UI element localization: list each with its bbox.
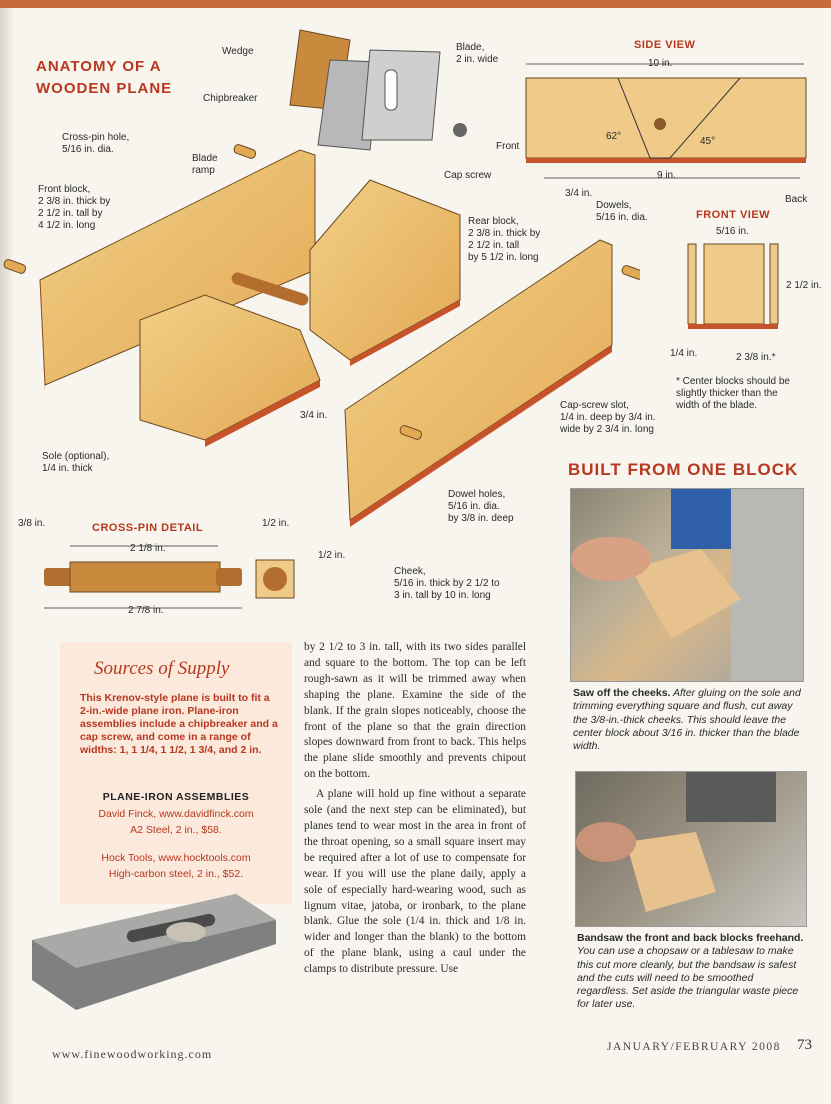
top-color-strip bbox=[0, 0, 831, 8]
label-cheek: Cheek, 5/16 in. thick by 2 1/2 to 3 in. … bbox=[394, 566, 500, 601]
caption1-bold: Saw off the cheeks. bbox=[573, 687, 671, 699]
sources-of-supply-box: Sources of Supply This Krenov-style plan… bbox=[60, 642, 292, 904]
label-rear-block: Rear block, 2 3/8 in. thick by 2 1/2 in.… bbox=[468, 216, 541, 263]
cross-pin-drawing bbox=[44, 545, 295, 609]
cross-pin-heading: CROSS-PIN DETAIL bbox=[92, 522, 204, 534]
supply-vendor1: David Finck, www.davidfinck.com bbox=[98, 808, 254, 820]
front-view-height: 2 1/2 in. bbox=[786, 280, 822, 291]
side-view-angle-front: 62° bbox=[606, 131, 622, 142]
supply-subhead: PLANE-IRON ASSEMBLIES bbox=[102, 791, 250, 803]
built-heading: BUILT FROM ONE BLOCK bbox=[568, 460, 799, 479]
caption-saw-cheeks: Saw off the cheeks. After gluing on the … bbox=[573, 687, 805, 753]
cross-pin-end-width: 1/2 in. bbox=[262, 518, 290, 529]
body-paragraph-1: by 2 1/2 to 3 in. tall, with its two sid… bbox=[304, 641, 526, 781]
supply-intro: This Krenov-style plane is built to fit … bbox=[80, 692, 278, 756]
plane-iron-photo bbox=[32, 894, 276, 1010]
side-view-drawing bbox=[525, 63, 807, 179]
front-view-top-dim: 5/16 in. bbox=[716, 226, 749, 237]
label-sole: Sole (optional), 1/4 in. thick bbox=[42, 451, 110, 474]
front-block-part bbox=[139, 294, 321, 447]
side-view-back: Back bbox=[785, 194, 808, 205]
caption-bandsaw-blocks: Bandsaw the front and back blocks freeha… bbox=[577, 932, 807, 1012]
blade-part bbox=[317, 49, 441, 151]
cross-pin-part bbox=[231, 272, 309, 306]
label-chipbreaker: Chipbreaker bbox=[203, 93, 258, 104]
left-cheek-part bbox=[39, 149, 316, 392]
label-front-block: Front block, 2 3/8 in. thick by 2 1/2 in… bbox=[38, 184, 111, 231]
label-wedge: Wedge bbox=[222, 46, 254, 57]
right-cheek-part bbox=[344, 239, 613, 527]
front-view-bottom-dim: 1/4 in. bbox=[670, 348, 698, 359]
main-title: ANATOMY OF A WOODEN PLANE bbox=[36, 56, 172, 100]
label-blade: Blade, 2 in. wide bbox=[456, 42, 499, 65]
footer-date: JANUARY/FEBRUARY 2008 bbox=[607, 1041, 781, 1053]
label-three-quarter: 3/4 in. bbox=[300, 410, 328, 421]
main-title-line2: WOODEN PLANE bbox=[36, 80, 173, 97]
side-view-offset: 3/4 in. bbox=[565, 188, 593, 199]
supply-heading: Sources of Supply bbox=[94, 658, 230, 679]
cross-pin-inner-length: 2 1/8 in. bbox=[130, 543, 166, 554]
label-cap-screw: Cap screw bbox=[444, 170, 492, 181]
caption1-text: After gluing on the sole and trimming ev… bbox=[573, 687, 801, 753]
front-view-width: 2 3/8 in.* bbox=[736, 352, 776, 363]
cross-pin-end-height: 1/2 in. bbox=[318, 550, 346, 561]
exploded-plane-diagram bbox=[3, 29, 640, 527]
page-spine-shadow bbox=[0, 0, 14, 1104]
cap-screw-part bbox=[453, 123, 467, 137]
side-view-angle-rear: 45° bbox=[700, 136, 716, 147]
label-dowels: Dowels, 5/16 in. dia. bbox=[596, 200, 648, 223]
label-dowel-holes: Dowel holes, 5/16 in. dia. by 3/8 in. de… bbox=[448, 489, 514, 524]
side-view-heading: SIDE VIEW bbox=[634, 39, 696, 51]
main-title-line1: ANATOMY OF A bbox=[36, 58, 162, 75]
body-text-column: by 2 1/2 to 3 in. tall, with its two sid… bbox=[304, 640, 526, 978]
supply-vendor2-item: High-carbon steel, 2 in., $52. bbox=[108, 868, 244, 880]
supply-vendor1-item: A2 Steel, 2 in., $58. bbox=[130, 824, 222, 836]
caption2-bold: Bandsaw the front and back blocks freeha… bbox=[577, 932, 804, 944]
cross-pin-total-length: 2 7/8 in. bbox=[128, 605, 164, 616]
footer-url: www.finewoodworking.com bbox=[52, 1047, 213, 1061]
front-view-drawing bbox=[687, 243, 779, 329]
front-view-note: * Center blocks should be slightly thick… bbox=[676, 376, 790, 411]
side-view-length: 10 in. bbox=[648, 58, 673, 69]
label-cross-pin-hole: Cross-pin hole, 5/16 in. dia. bbox=[62, 132, 130, 155]
front-view-heading: FRONT VIEW bbox=[696, 209, 771, 221]
dowel-pins bbox=[3, 144, 640, 440]
cross-pin-left-dim: 3/8 in. bbox=[18, 518, 46, 529]
side-view-bottom-length: 9 in. bbox=[657, 170, 676, 181]
side-view-front: Front bbox=[496, 141, 520, 152]
label-cap-screw-slot: Cap-screw slot, 1/4 in. deep by 3/4 in. … bbox=[560, 400, 656, 435]
photo-saw-cheeks bbox=[570, 488, 804, 682]
supply-vendor2: Hock Tools, www.hocktools.com bbox=[101, 852, 251, 864]
label-blade-ramp: Blade ramp bbox=[192, 153, 218, 176]
rear-block-part bbox=[309, 179, 461, 366]
body-paragraph-2: A plane will hold up fine without a sepa… bbox=[304, 788, 526, 976]
caption2-text: You can use a chopsaw or a tablesaw to m… bbox=[577, 945, 799, 1011]
photo-bandsaw-blocks bbox=[575, 771, 807, 927]
page-number: 73 bbox=[797, 1037, 812, 1053]
